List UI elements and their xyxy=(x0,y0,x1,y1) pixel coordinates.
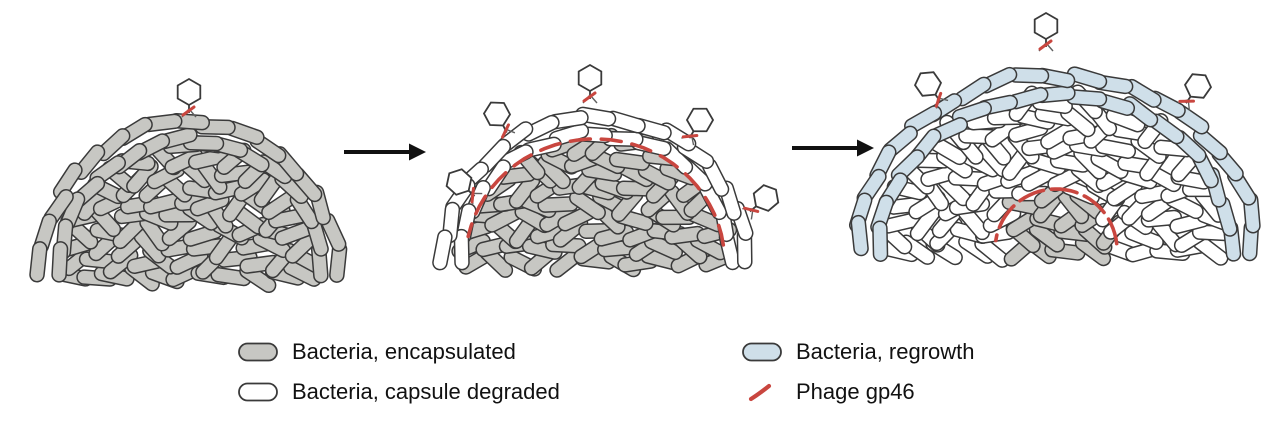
phage-gp46-mark xyxy=(1178,99,1195,103)
phage-gp46-mark xyxy=(582,91,597,103)
legend-label-gp46: Phage gp46 xyxy=(796,379,915,404)
mound-stage-1-encapsulated xyxy=(29,77,348,294)
phage-capsid xyxy=(1033,11,1059,41)
gp46-patch-outline xyxy=(994,187,1119,246)
phage xyxy=(913,71,949,109)
legend-label-capsule-degraded: Bacteria, capsule degraded xyxy=(292,379,560,404)
phage-capsid xyxy=(445,168,473,196)
legend-label-encapsulated: Bacteria, encapsulated xyxy=(292,339,516,364)
phage-gp46-mark xyxy=(681,133,699,139)
stage-arrow xyxy=(344,143,426,161)
legend-item-bacteria-capsule-degraded: Bacteria, capsule degraded xyxy=(236,379,560,405)
phage-capsid xyxy=(482,101,512,127)
gp46-mark-swatch xyxy=(748,383,772,402)
phage-capsid xyxy=(176,77,202,107)
phage xyxy=(681,107,715,146)
arrow-head xyxy=(409,143,426,161)
phage xyxy=(445,168,483,205)
bacterium-rod xyxy=(29,241,48,283)
phage-gp46-mark xyxy=(181,105,196,117)
phage xyxy=(482,101,516,140)
arrow-head xyxy=(857,139,874,157)
phage-gp46-mark xyxy=(470,186,475,204)
phage-gp46-mark xyxy=(1038,39,1053,51)
degraded-bacterium-swatch xyxy=(238,382,278,402)
phage-capsid xyxy=(1183,73,1213,99)
phage xyxy=(742,184,780,220)
bacterium-rod xyxy=(872,220,889,262)
encapsulated-bacterium-swatch xyxy=(238,342,278,362)
bacterium-rod xyxy=(850,214,869,257)
legend-item-phage-gp46: Phage gp46 xyxy=(740,379,915,405)
gp46-interface-marks xyxy=(466,137,726,247)
regrowth-bacterium-swatch xyxy=(742,342,782,362)
phage xyxy=(1177,73,1213,111)
phage xyxy=(577,63,603,104)
legend-item-bacteria-encapsulated: Bacteria, encapsulated xyxy=(236,339,516,365)
legend-item-bacteria-regrowth: Bacteria, regrowth xyxy=(740,339,975,365)
bacterium-rod xyxy=(453,228,470,271)
phage-infection-diagram xyxy=(29,11,1261,294)
mound-stage-2-capsule-degradation xyxy=(432,63,780,278)
phage xyxy=(176,77,202,118)
phage-capsid xyxy=(685,107,715,133)
bacterium-rod xyxy=(608,151,651,171)
phage-capsid xyxy=(752,184,780,212)
phage-gp46-mark xyxy=(743,206,760,213)
phage-capsid xyxy=(913,71,943,97)
legend-label-regrowth: Bacteria, regrowth xyxy=(796,339,975,364)
bacterium-rod xyxy=(1066,66,1108,90)
bacterium-rod xyxy=(51,241,69,283)
phage-gp46-mark xyxy=(934,91,943,108)
phage-gp46-mark xyxy=(501,123,510,139)
phage-capsid xyxy=(577,63,603,93)
phage xyxy=(1033,11,1059,52)
stage-arrow xyxy=(792,139,874,157)
mound-stage-3-regrowth xyxy=(848,11,1261,268)
bacterium-rod xyxy=(432,229,453,271)
